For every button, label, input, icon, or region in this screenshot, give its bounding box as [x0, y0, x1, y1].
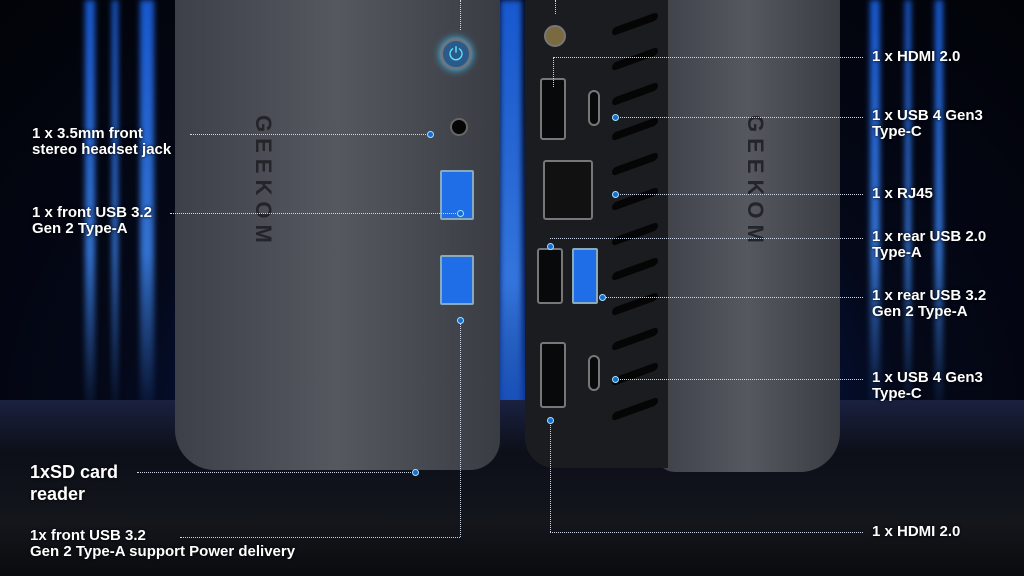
- mini-pc-side: [655, 0, 840, 472]
- rear-usb3-port: [572, 248, 598, 304]
- power-button[interactable]: [440, 38, 472, 70]
- callout-dot: [612, 191, 619, 198]
- hdmi-port-bottom: [540, 342, 566, 408]
- callout-line: [460, 0, 461, 30]
- callout-dot: [457, 210, 464, 217]
- dc-power-jack: [544, 25, 566, 47]
- callout-dot: [457, 317, 464, 324]
- light-streak: [870, 0, 880, 420]
- callout-line: [615, 194, 863, 195]
- callout-dot: [612, 376, 619, 383]
- callout-line: [460, 320, 461, 537]
- light-streak: [85, 0, 95, 420]
- callout-line: [550, 238, 863, 239]
- light-streak: [112, 0, 118, 420]
- label-hdmi-top: 1 x HDMI 2.0: [872, 48, 961, 65]
- callout-dot: [412, 469, 419, 476]
- callout-line: [555, 0, 556, 14]
- callout-dot: [599, 294, 606, 301]
- callout-line: [553, 57, 554, 87]
- callout-line: [190, 134, 430, 135]
- callout-line: [615, 379, 863, 380]
- brand-logo-side: GEEKOM: [743, 115, 768, 249]
- callout-line: [180, 537, 460, 538]
- light-streak: [935, 0, 943, 420]
- label-rj45: 1 x RJ45: [872, 185, 933, 202]
- callout-line: [137, 472, 415, 473]
- brand-logo: GEEKOM: [251, 115, 276, 249]
- label-hdmi-bottom: 1 x HDMI 2.0: [872, 523, 961, 540]
- callout-dot: [547, 417, 554, 424]
- light-streak: [905, 0, 911, 420]
- mini-pc-front: [175, 0, 500, 470]
- callout-dot: [612, 114, 619, 121]
- rear-usb2-port: [537, 248, 563, 304]
- callout-line: [550, 420, 551, 532]
- light-streak: [140, 0, 154, 420]
- light-streak: [500, 0, 522, 470]
- callout-dot: [547, 243, 554, 250]
- front-usb-port-pd: [440, 255, 474, 305]
- callout-dot: [427, 131, 434, 138]
- callout-line: [615, 117, 863, 118]
- usb4-port-bottom: [588, 355, 600, 391]
- callout-line: [170, 213, 460, 214]
- hdmi-port-top: [540, 78, 566, 140]
- callout-line: [602, 297, 863, 298]
- rj45-port: [543, 160, 593, 220]
- usb4-port-top: [588, 90, 600, 126]
- callout-line: [553, 57, 863, 58]
- headset-jack: [450, 118, 468, 136]
- callout-line: [550, 532, 863, 533]
- floor-reflection: [0, 400, 1024, 576]
